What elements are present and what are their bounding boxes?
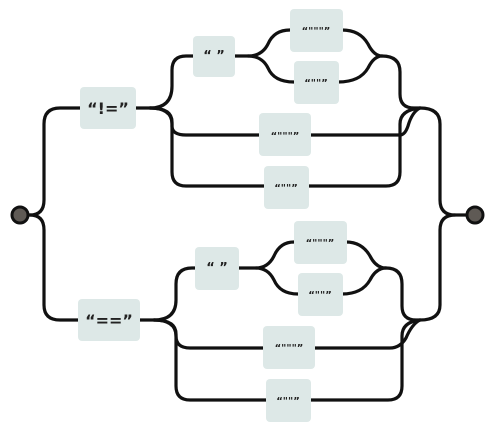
token-label: “""” — [304, 78, 328, 89]
token-box-triple-quote: “"""” — [294, 221, 347, 264]
token-label: “""” — [276, 396, 300, 407]
token-label: “"""” — [302, 26, 331, 37]
token-box-not-equal: “!=” — [80, 87, 136, 129]
token-box-double-quote: “""” — [264, 166, 309, 209]
token-label: “==” — [85, 311, 133, 330]
token-box-double-quote: “""” — [298, 273, 343, 316]
token-label: “ ” — [203, 49, 225, 64]
token-box-quote: “ ” — [193, 36, 235, 77]
token-label: “""” — [308, 290, 332, 301]
token-label: “"""” — [271, 131, 300, 142]
token-box-triple-quote: “"""” — [259, 113, 311, 156]
token-label: “"""” — [275, 343, 304, 354]
token-label: “ ” — [206, 261, 228, 276]
start-terminal — [10, 205, 30, 225]
token-label: “"""” — [306, 238, 335, 249]
token-box-quote: “ ” — [195, 247, 239, 290]
token-box-double-quote: “""” — [294, 61, 339, 104]
token-box-triple-quote: “"""” — [263, 326, 315, 369]
connector-lines — [20, 28, 468, 402]
token-label: “!=” — [87, 99, 129, 118]
token-box-double-quote: “""” — [266, 379, 311, 422]
token-box-equal: “==” — [78, 299, 140, 341]
end-terminal — [465, 205, 485, 225]
token-box-triple-quote: “"""” — [290, 9, 343, 52]
token-label: “""” — [274, 183, 298, 194]
